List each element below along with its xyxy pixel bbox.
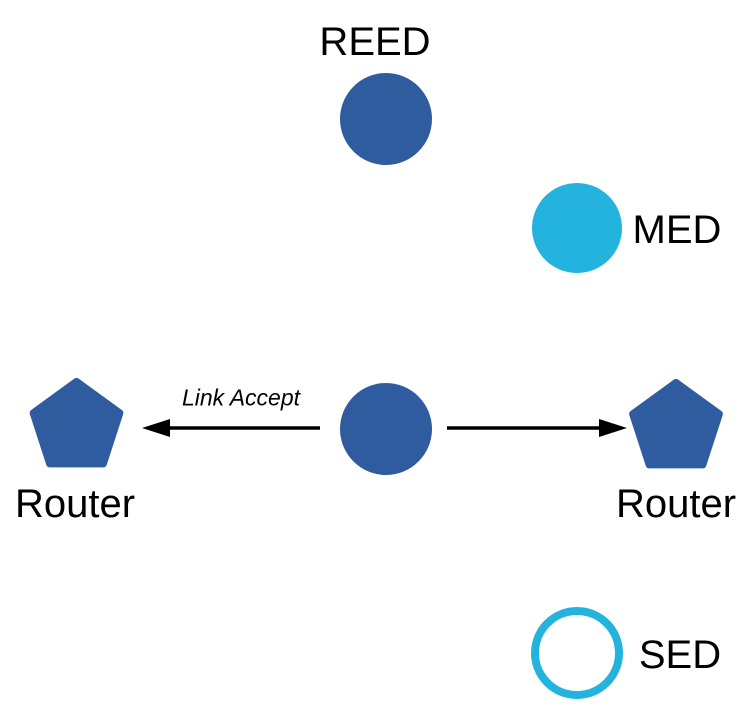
med-node-circle xyxy=(532,183,622,273)
sed-node-circle xyxy=(531,607,623,699)
reed-node-circle xyxy=(340,73,432,165)
arrow-right-head xyxy=(599,419,627,437)
router-right-label: Router xyxy=(615,482,737,526)
router-left-pentagon xyxy=(29,378,124,468)
med-label: MED xyxy=(632,208,722,252)
arrow-right xyxy=(447,419,627,437)
reed-label: REED xyxy=(319,20,431,64)
center-node-circle xyxy=(340,383,432,475)
sed-label: SED xyxy=(638,633,722,677)
arrow-left-head xyxy=(142,419,170,437)
router-left-label: Router xyxy=(14,482,136,526)
arrow-left xyxy=(142,419,320,437)
link-accept-label: Link Accept xyxy=(181,384,301,411)
router-right-pentagon xyxy=(629,379,723,469)
